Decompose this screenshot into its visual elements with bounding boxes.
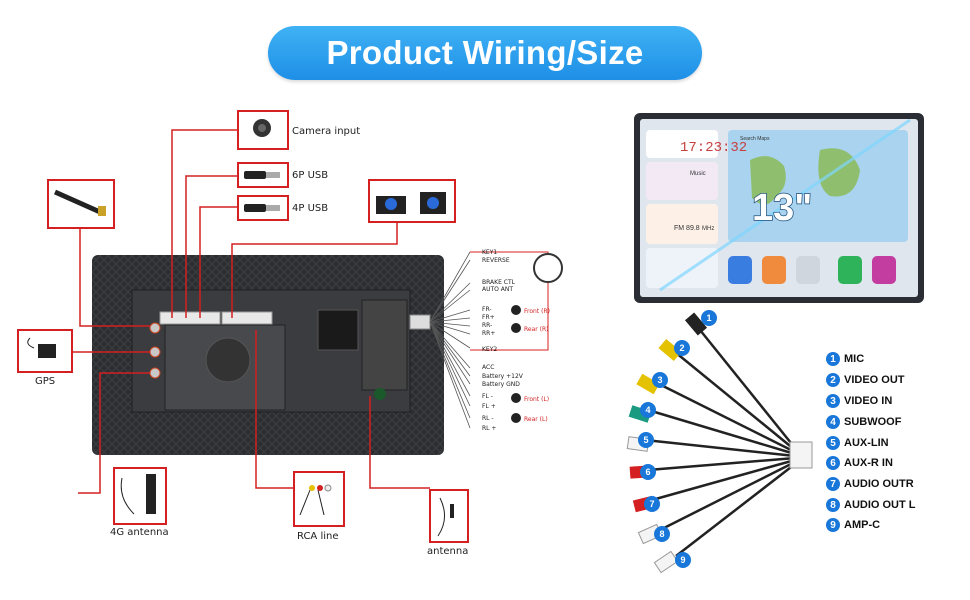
legend-badge: 4 (826, 415, 840, 429)
speaker-rear-l: Rear (L) (524, 416, 548, 423)
legend-item-4: 4 SUBWOOF (826, 414, 901, 430)
legend-badge: 2 (826, 373, 840, 387)
harness-reverse: REVERSE (482, 257, 510, 264)
speaker-front-r: Front (R) (524, 308, 550, 315)
reverse-camera-icon (376, 192, 446, 214)
harness-gnd: Battery GND (482, 381, 520, 388)
legend-badge: 7 (826, 477, 840, 491)
legend-label: VIDEO IN (844, 395, 893, 407)
harness-rl-minus: RL - (482, 415, 494, 422)
legend-badge: 9 (826, 518, 840, 532)
screen-fm: FM 89.8 (674, 225, 700, 232)
key-wire (470, 251, 549, 351)
harness-key2: KEY2 (482, 346, 497, 353)
legend-item-3: 3 VIDEO IN (826, 393, 892, 409)
harness-rl-plus: RL + (482, 425, 496, 432)
legend-label: AMP-C (844, 519, 881, 531)
usb-icon (244, 171, 280, 212)
harness-battery: Battery +12V (482, 373, 524, 380)
rca-badge-1: 1 (706, 313, 711, 323)
harness-auto-ant: AUTO ANT (482, 286, 513, 293)
harness-acc: ACC (482, 364, 494, 371)
legend-label: AUDIO OUTR (844, 478, 914, 490)
head-unit-back-panel (92, 255, 444, 455)
rca-harness (644, 329, 796, 557)
legend-item-5: 5 AUX-LIN (826, 435, 889, 451)
legend-item-9: 9 AMP-C (826, 517, 880, 533)
display-screen (634, 113, 924, 303)
label-camera-input: Camera input (292, 126, 361, 137)
label-usb-4p: 4P USB (292, 203, 329, 214)
rca-line-box (293, 471, 345, 527)
screen-search: Search Maps (740, 136, 770, 142)
gps-icon (27, 337, 56, 358)
legend-label: VIDEO OUT (844, 374, 905, 386)
page-title: Product Wiring/Size (268, 26, 702, 80)
legend-badge: 3 (826, 394, 840, 408)
legend-item-2: 2 VIDEO OUT (826, 372, 905, 388)
legend-label: AUX-R IN (844, 457, 893, 469)
stick-antenna-icon (53, 189, 106, 216)
harness-brake: BRAKE CTL (482, 279, 516, 286)
legend-item-6: 6 AUX-R IN (826, 455, 893, 471)
antenna-plug-icon (437, 497, 454, 537)
screen-music: Music (690, 171, 706, 177)
label-4g-antenna: 4G antenna (110, 527, 169, 538)
harness-fr-plus: FR+ (482, 314, 495, 321)
label-antenna: antenna (427, 546, 469, 557)
speaker-front-l: Front (L) (524, 396, 549, 403)
harness-key1: KEY1 (482, 249, 497, 256)
rca-badge-4: 4 (645, 405, 650, 415)
rca-badge-6: 6 (645, 467, 650, 477)
rca-badge-7: 7 (649, 499, 654, 509)
legend-label: AUDIO OUT L (844, 499, 916, 511)
legend-label: SUBWOOF (844, 416, 902, 428)
rca-badge-2: 2 (679, 343, 684, 353)
harness-wires (429, 251, 471, 429)
label-usb-6p: 6P USB (292, 170, 329, 181)
legend-item-7: 7 AUDIO OUTR (826, 476, 914, 492)
screen-mhz: MHz (702, 226, 714, 232)
harness-fr-minus: FR- (482, 306, 492, 313)
speaker-rear-r: Rear (R) (524, 326, 549, 333)
rca-badge-9: 9 (680, 555, 685, 565)
screen-clock: 17:23:32 (680, 140, 747, 156)
harness-rr-minus: RR- (482, 322, 492, 329)
legend-badge: 1 (826, 352, 840, 366)
antenna-4g-icon (120, 474, 156, 515)
legend-item-1: 1 MIC (826, 351, 864, 367)
legend-item-8: 8 AUDIO OUT L (826, 497, 916, 513)
harness-fl-minus: FL - (482, 393, 493, 400)
harness-rr-plus: RR+ (482, 330, 495, 337)
legend-label: MIC (844, 353, 865, 365)
camera-icon (253, 119, 271, 137)
rca-badge-3: 3 (657, 375, 662, 385)
rca-badge-5: 5 (643, 435, 648, 445)
legend-badge: 8 (826, 498, 840, 512)
red-leader-lines (64, 129, 430, 494)
legend-label: AUX-LIN (844, 437, 889, 449)
screen-size-label: 13" (752, 187, 812, 229)
label-rca-line: RCA line (297, 531, 339, 542)
label-gps: GPS (35, 376, 56, 387)
rca-badge-8: 8 (659, 529, 664, 539)
rca-number-badges (638, 310, 717, 568)
speaker-icons (511, 305, 521, 423)
legend-badge: 5 (826, 436, 840, 450)
steering-wheel-icon (533, 253, 563, 283)
antenna-box (429, 489, 469, 543)
rca-cable-icon (299, 484, 332, 516)
legend-badge: 6 (826, 456, 840, 470)
harness-fl-plus: FL + (482, 403, 496, 410)
antenna-4g-box (113, 467, 167, 525)
